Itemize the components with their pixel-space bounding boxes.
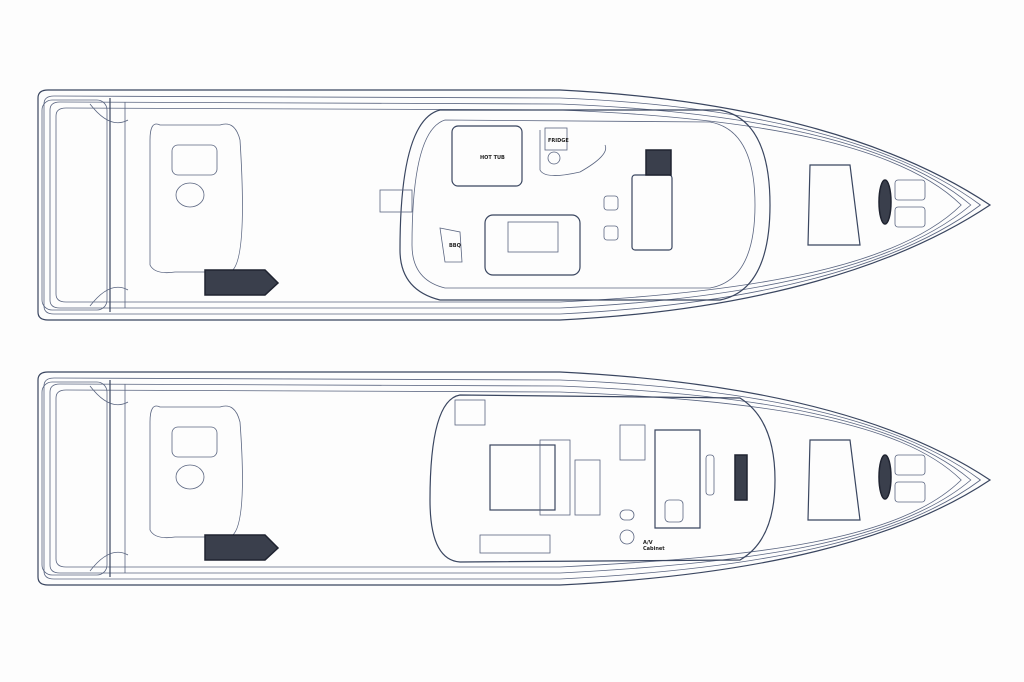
galley-sink: [664, 499, 684, 523]
salon-outline: [429, 394, 776, 563]
deck-hatch: [204, 534, 280, 561]
bbq: [439, 227, 463, 263]
fridge: [544, 127, 568, 151]
entry-stairs: [454, 399, 486, 426]
hot-tub-label: HOT TUB: [480, 155, 505, 161]
hot-tub: [451, 125, 523, 187]
deck-hatch: [204, 269, 280, 296]
hull-outline: [43, 377, 982, 580]
fridge-label: FRIDGE: [548, 138, 569, 144]
nightstands: [539, 439, 571, 516]
hull-outline: [55, 107, 962, 303]
bed: [489, 444, 556, 511]
radar-arch: [645, 149, 672, 176]
hull-outline: [55, 389, 962, 568]
aft-stairs: [89, 103, 129, 307]
swim-platform: [41, 381, 108, 576]
bow-hatch: [807, 439, 861, 521]
lounge-seating: [484, 214, 581, 276]
windlass: [878, 179, 892, 225]
anchor-locker: [894, 481, 926, 503]
helm-chair: [603, 195, 619, 211]
tender-seat: [175, 464, 205, 490]
anchor-locker: [894, 454, 926, 476]
helm-console: [631, 174, 673, 251]
helm-chair: [603, 225, 619, 241]
av-cabinet-label: A/V Cabinet: [643, 540, 665, 552]
galley-counter: [654, 429, 701, 529]
swim-platform: [41, 99, 108, 311]
head-sink: [619, 509, 635, 521]
main-deck-plan: [37, 371, 992, 586]
tender-console: [171, 426, 218, 458]
dinette-table: [705, 454, 715, 496]
hull-outline: [43, 95, 982, 315]
bbq-label: BBQ: [449, 243, 461, 249]
hull-outline: [49, 101, 972, 309]
flybridge-inner: [411, 119, 756, 289]
cabinet: [479, 534, 551, 554]
hull-outline: [37, 371, 992, 586]
galley-stairs: [619, 424, 646, 461]
sink: [547, 151, 561, 165]
wet-bar: [539, 130, 607, 176]
toilet: [619, 529, 635, 545]
closet: [574, 459, 601, 516]
tender-boat: [149, 405, 243, 539]
tender-console: [171, 144, 218, 176]
anchor-locker: [894, 206, 926, 228]
anchor-locker: [894, 179, 926, 201]
tender-seat: [175, 182, 205, 208]
windlass: [878, 454, 892, 500]
table: [507, 221, 559, 253]
hull-outline: [37, 89, 992, 321]
flybridge-outline: [399, 109, 771, 301]
tender-boat: [149, 123, 243, 274]
bow-hatch: [807, 164, 861, 246]
hull-outline: [49, 383, 972, 574]
upper-deck-plan: [37, 89, 992, 321]
aft-stairs: [89, 385, 129, 572]
flybridge-stairs: [379, 189, 413, 213]
lower-helm: [734, 454, 748, 501]
